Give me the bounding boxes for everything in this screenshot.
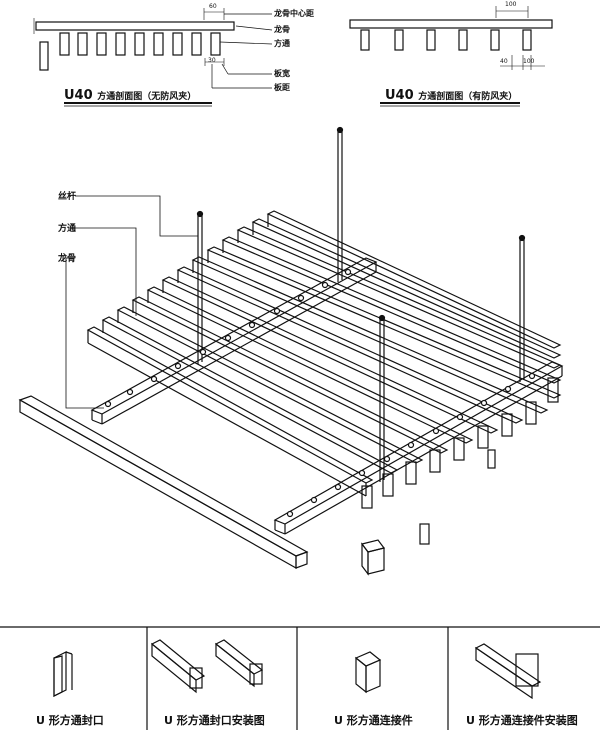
callout-threaded-rod: 丝杆 (58, 192, 77, 202)
hanger-rods (196, 126, 526, 482)
section-left-drawing (33, 8, 273, 107)
legend-caption-connector-install: U 形方通连接件安装图 (466, 714, 578, 727)
callout-keel: 龙骨 (274, 25, 290, 34)
callout-panel-width: 板宽 (274, 69, 290, 78)
dim-left-bottom: 30 (208, 57, 216, 64)
legend-icon-end-cap (53, 651, 73, 697)
isometric-ceiling-drawing (18, 126, 564, 576)
keel-front (90, 257, 378, 425)
carrier-bolts (104, 268, 536, 518)
legend-caption-end-cap-install: U 形方通封口安装图 (164, 714, 265, 727)
callout-panel-gap: 板距 (274, 83, 290, 92)
loose-parts (360, 449, 496, 576)
callout-iso-keel: 龙骨 (58, 254, 77, 264)
legend-icon-connector (354, 651, 382, 694)
keel-back (273, 361, 564, 535)
legend-caption-connector: U 形方通连接件 (334, 714, 413, 727)
dim-right-top: 100 (505, 1, 517, 8)
legend-icon-end-cap-install (150, 639, 264, 694)
legend-caption-end-cap: U 形方通封口 (36, 714, 104, 727)
legend-icon-connector-install (474, 643, 542, 700)
dim-right-bottom-a: 40 (500, 58, 508, 65)
bottom-legend-frame (0, 626, 600, 730)
callout-iso-square-tube: 方通 (58, 224, 77, 234)
dim-left-top: 60 (209, 3, 217, 10)
section-left-title-text: 方通剖面图（无防风夹） (97, 92, 197, 102)
callout-keel-spacing: 龙骨中心距 (274, 9, 314, 18)
section-left-title-code: U40 (64, 88, 93, 103)
callout-square-tube: 方通 (274, 39, 290, 48)
section-right-title: U40 方通剖面图（有防风夹） (385, 88, 517, 103)
section-right-drawing (349, 6, 553, 107)
section-right-title-text: 方通剖面图（有防风夹） (418, 92, 518, 102)
section-left-title: U40 方通剖面图（无防风夹） (64, 88, 196, 103)
slats (86, 210, 562, 497)
section-right-title-code: U40 (385, 88, 414, 103)
dim-right-bottom-b: 100 (523, 58, 535, 65)
slat-ends (361, 377, 559, 509)
